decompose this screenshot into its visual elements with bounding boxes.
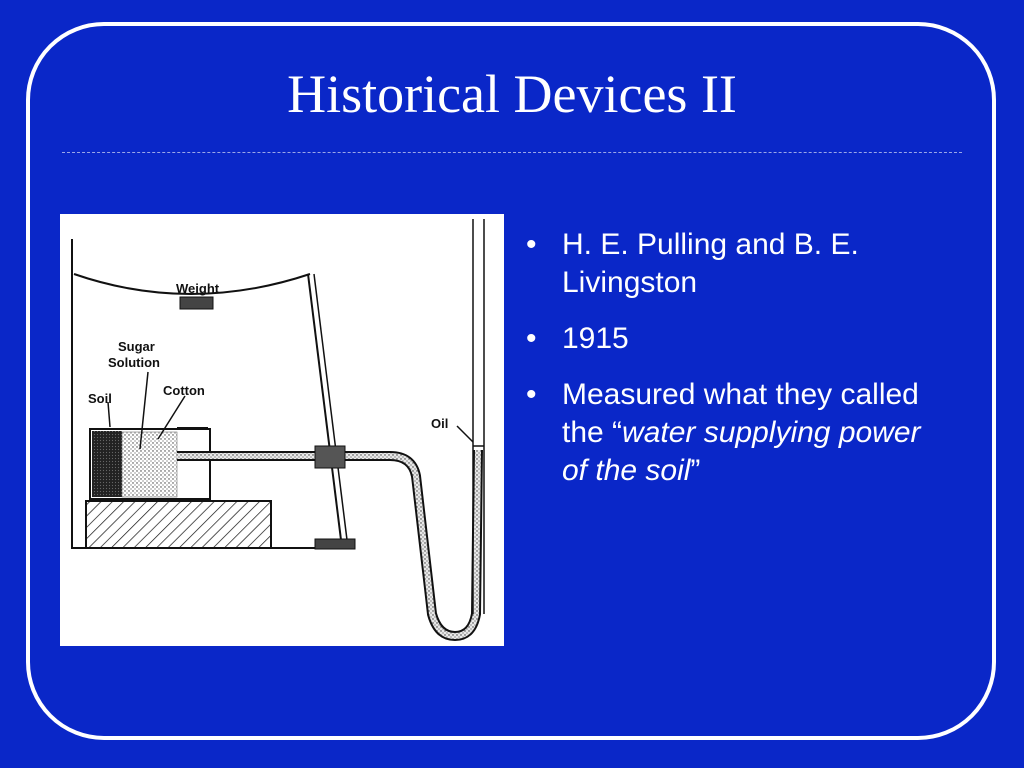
weight-block bbox=[179, 296, 214, 310]
bullet-list: • H. E. Pulling and B. E. Livingston • 1… bbox=[524, 226, 944, 508]
suspension-cord bbox=[73, 273, 311, 295]
cotton-plug bbox=[121, 431, 178, 498]
title-divider bbox=[62, 152, 962, 153]
bullet-text-measured-italic: water supplying power of the soil bbox=[562, 416, 921, 487]
hatched-base bbox=[85, 500, 272, 549]
support-rod bbox=[307, 273, 343, 549]
label-weight: Weight bbox=[176, 281, 220, 296]
apparatus-drawing: Weight Sugar Solution Soil Cotton Oil bbox=[71, 219, 485, 642]
bullet-marker: • bbox=[526, 322, 537, 355]
bullet-text-measured-prefix: Measured what they called the “ bbox=[562, 378, 919, 449]
label-sugar-1: Sugar bbox=[118, 339, 155, 354]
bullet-marker: • bbox=[526, 378, 537, 411]
bullet-text-measured-suffix: ” bbox=[690, 454, 701, 487]
bullet-text-year: 1915 bbox=[562, 322, 629, 355]
slide-frame bbox=[26, 22, 996, 740]
apparatus-diagram: Weight Sugar Solution Soil Cotton Oil bbox=[60, 214, 504, 646]
slide-title: Historical Devices II bbox=[287, 64, 737, 124]
bullet-text-authors: H. E. Pulling and B. E. Livingston bbox=[562, 228, 859, 299]
bullet-item-measured: • Measured what they called the “water s… bbox=[524, 376, 944, 490]
rod-foot bbox=[314, 538, 356, 550]
label-cotton: Cotton bbox=[163, 383, 205, 398]
label-sugar-2: Solution bbox=[108, 355, 160, 370]
bullet-item-authors: • H. E. Pulling and B. E. Livingston bbox=[524, 226, 944, 302]
rod-clamp bbox=[314, 445, 346, 469]
label-soil: Soil bbox=[88, 391, 112, 406]
bullet-marker: • bbox=[526, 228, 537, 261]
bullet-item-year: • 1915 bbox=[524, 320, 944, 358]
label-oil: Oil bbox=[431, 416, 448, 431]
